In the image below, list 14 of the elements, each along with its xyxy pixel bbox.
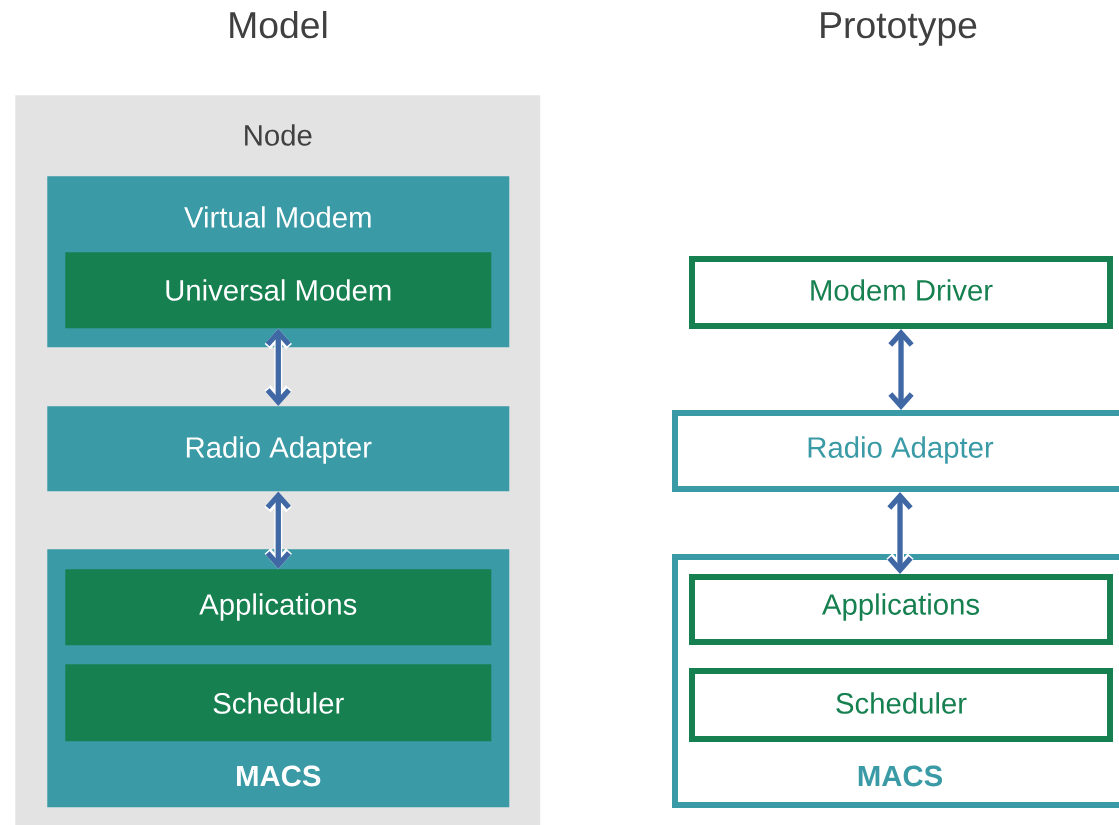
double-arrow: [264, 328, 292, 406]
layer-box: Universal Modem: [65, 252, 492, 329]
layer-box: Applications: [689, 574, 1113, 645]
layer-box: Radio Adapter: [672, 410, 1119, 492]
layer-box: Radio Adapter: [47, 406, 510, 492]
double-arrow: [887, 329, 915, 410]
double-arrow: [886, 492, 914, 574]
layer-box: Applications: [65, 569, 492, 646]
column-title: Model: [230, 10, 327, 39]
layer-box: Scheduler: [689, 668, 1113, 742]
layer-box: Modem Driver: [689, 256, 1113, 329]
double-arrow: [264, 491, 292, 569]
column-title: Prototype: [821, 12, 977, 46]
layer-box: Scheduler: [65, 664, 492, 742]
